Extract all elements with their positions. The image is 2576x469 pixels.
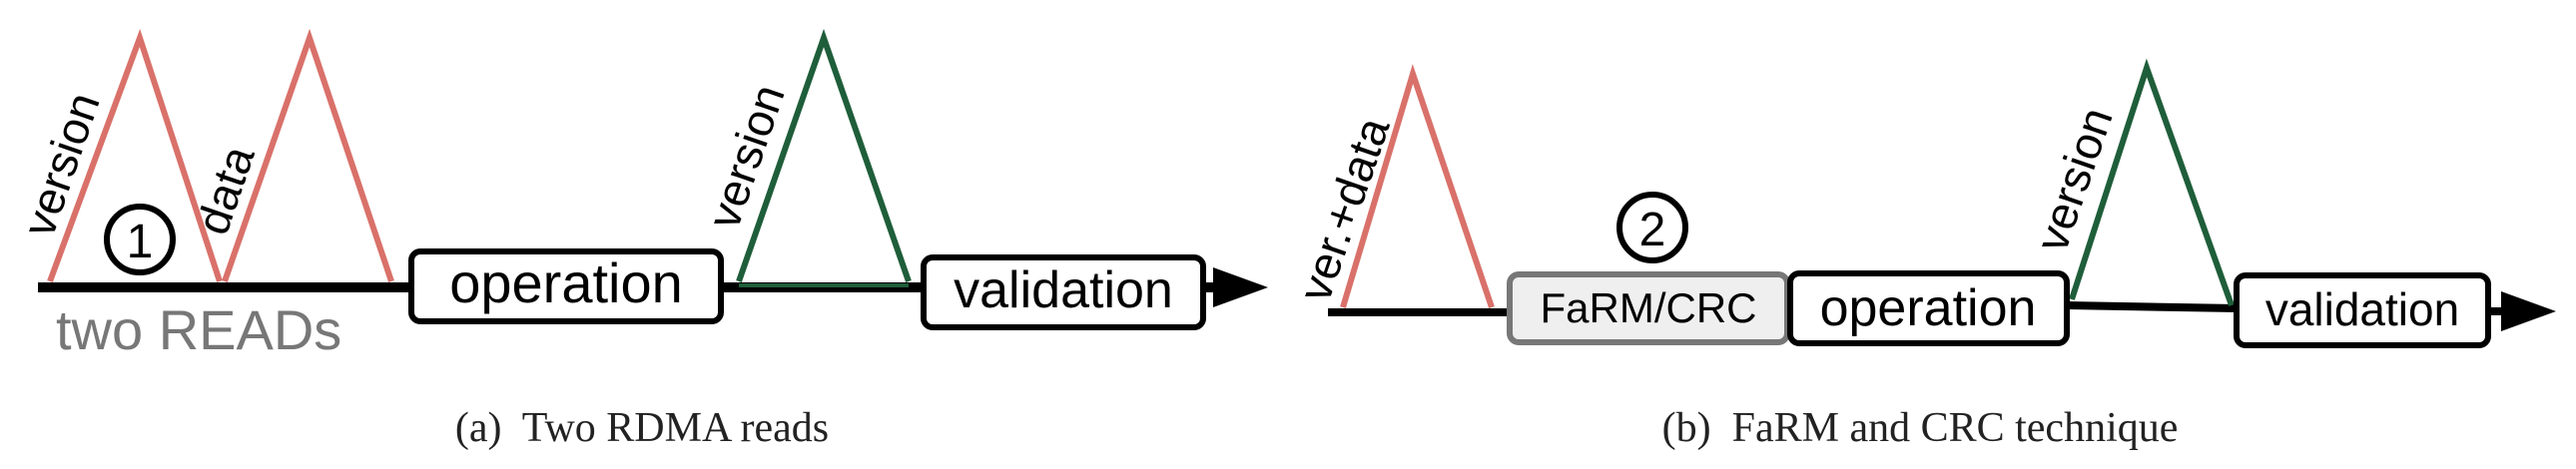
timeline-b-mid: [2066, 301, 2238, 312]
validation-box-a: [921, 254, 1206, 330]
farm-crc-label: FaRM/CRC: [1541, 284, 1757, 331]
panel-b: ver.+data version 2 FaRM/CRC operation v…: [1288, 58, 2556, 451]
step-circle-2: [1616, 192, 1688, 263]
operation-label-a: operation: [449, 251, 683, 314]
operation-box-b: [1787, 270, 2070, 346]
operation-label-b: operation: [1820, 279, 2037, 337]
label-data: data: [186, 139, 264, 240]
validation-triangle-b: [2069, 58, 2235, 307]
validation-box-b: [2234, 272, 2491, 348]
caption-b: (b) FaRM and CRC technique: [1662, 405, 2179, 451]
validation-label-b: validation: [2265, 283, 2459, 335]
validation-triangle: [736, 28, 912, 282]
step-number-1: 1: [127, 216, 154, 268]
operation-box-a: [408, 248, 724, 324]
label-ver-data: ver.+data: [1288, 111, 1399, 307]
two-reads-label: two READs: [56, 298, 341, 361]
panel-a: version data version 1 two READs operati…: [12, 28, 1268, 451]
step-number-2: 2: [1639, 204, 1666, 256]
validation-label-a: validation: [954, 261, 1173, 319]
read-triangle-ver-data: [1340, 64, 1495, 308]
step-circle-1: [104, 204, 176, 275]
timeline-b-arrowhead: [2501, 291, 2556, 331]
read-triangle-data: [222, 28, 394, 282]
read-triangle-version: [47, 28, 223, 283]
caption-a: (a) Two RDMA reads: [455, 405, 829, 451]
timeline-a-arrowhead: [1213, 267, 1268, 307]
